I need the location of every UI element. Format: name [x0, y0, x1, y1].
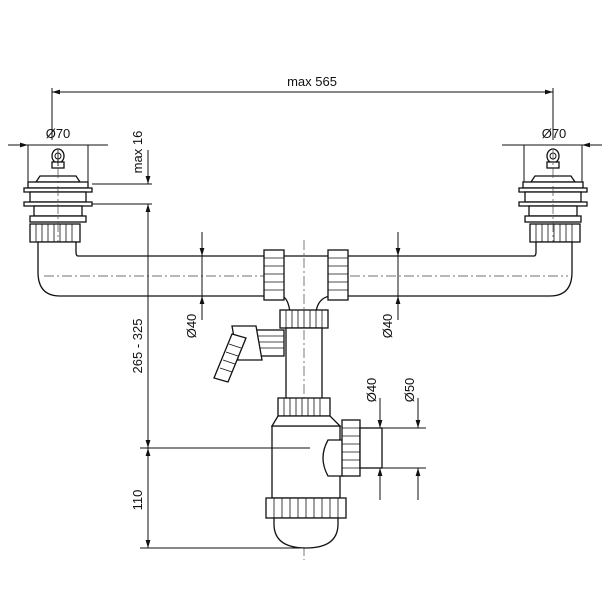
- appliance-hose-connector: [213, 325, 285, 383]
- outlet-outer-diameter-label: Ø50: [402, 378, 417, 403]
- vertical-height-dimensions: 265 - 325 110: [130, 224, 310, 549]
- central-tee: [263, 249, 349, 329]
- right-drain-diameter-label: Ø70: [542, 126, 567, 141]
- pipe-diameter-left-dimension: Ø40: [184, 232, 205, 339]
- outlet-inner-diameter-label: Ø40: [364, 378, 379, 403]
- pipe-diameter-right-label: Ø40: [380, 314, 395, 339]
- drain-height-dimension: max 16: [92, 131, 152, 224]
- overall-width-label: max 565: [287, 74, 337, 89]
- trap-height-label: 110: [130, 490, 145, 511]
- pipe-diameter-right-dimension: Ø40: [380, 232, 401, 339]
- drain-height-label: max 16: [130, 131, 145, 174]
- left-sink-drain: Ø70: [8, 126, 108, 262]
- left-drain-diameter-label: Ø70: [46, 126, 71, 141]
- outlet-diameter-dimensions: Ø40 Ø50: [364, 378, 426, 500]
- height-range-label: 265 - 325: [130, 319, 145, 374]
- right-sink-drain: Ø70: [502, 126, 602, 262]
- bottle-trap: [265, 397, 383, 549]
- horizontal-waste-pipe: [37, 241, 573, 297]
- pipe-diameter-left-label: Ø40: [184, 314, 199, 339]
- vertical-pipe: [285, 240, 323, 560]
- overall-width-dimension: max 565: [51, 74, 554, 140]
